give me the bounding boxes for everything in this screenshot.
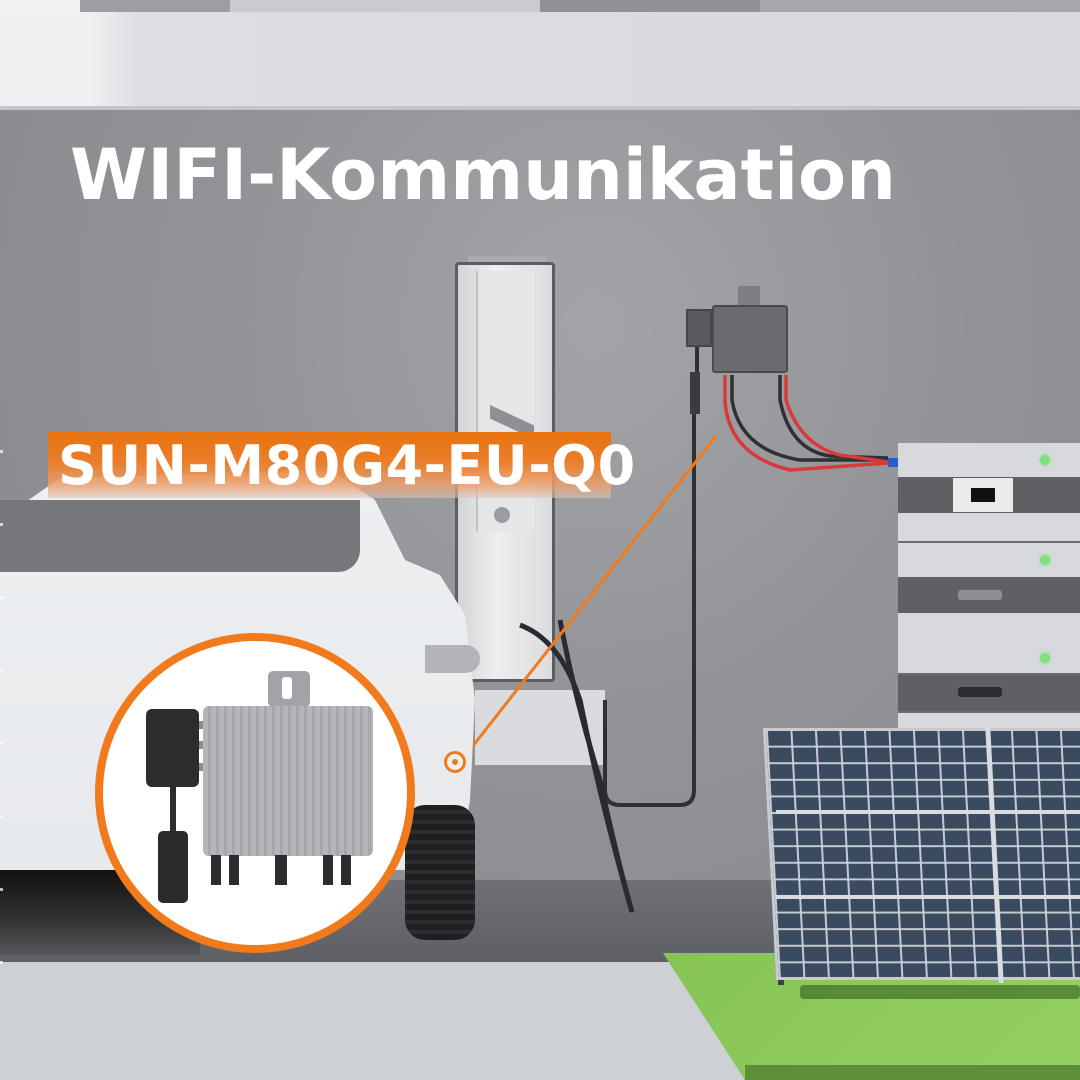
ceiling xyxy=(0,12,1080,108)
dc-connector xyxy=(323,855,333,885)
ac-cable xyxy=(170,787,176,837)
inverter-mount-bracket-icon xyxy=(268,671,310,707)
product-callout-circle xyxy=(95,633,415,953)
inverter-junction-box xyxy=(686,309,712,347)
battery-module xyxy=(898,543,1080,577)
battery-display xyxy=(953,478,1013,512)
battery-module-top xyxy=(898,443,1080,477)
battery-connector xyxy=(888,458,900,467)
panel-seam xyxy=(776,895,1080,899)
status-led-icon xyxy=(1040,653,1050,663)
battery-label xyxy=(958,687,1002,697)
dc-connector xyxy=(341,855,351,885)
dc-connector xyxy=(275,855,287,885)
panel-shadow xyxy=(800,985,1080,999)
grass-edge xyxy=(745,1065,1080,1080)
battery-module xyxy=(898,643,1080,673)
status-led-icon xyxy=(1040,455,1050,465)
micro-inverter-product xyxy=(203,706,373,856)
status-led-icon xyxy=(1040,555,1050,565)
ceiling-edge xyxy=(0,106,1080,110)
ev-charger-base xyxy=(475,690,605,765)
battery-module-band xyxy=(898,675,1080,711)
battery-label xyxy=(958,590,1002,600)
product-model-label: SUN-M80G4-EU-Q0 xyxy=(58,434,636,497)
edge-artifact xyxy=(0,380,3,1030)
inverter-mount-tab xyxy=(738,286,760,306)
battery-module xyxy=(898,513,1080,541)
car-tire xyxy=(405,805,475,940)
wifi-module-box xyxy=(146,709,199,787)
battery-controller xyxy=(898,477,1080,513)
model-tag-background xyxy=(48,432,611,498)
battery-module xyxy=(898,713,1080,728)
battery-storage xyxy=(898,443,1080,728)
micro-inverter-wall xyxy=(712,305,788,373)
ceiling-fixture xyxy=(0,0,1080,12)
battery-module-band xyxy=(898,577,1080,613)
battery-module xyxy=(898,613,1080,643)
panel-seam xyxy=(776,810,1080,814)
car-tail-light xyxy=(425,645,480,673)
mount-slot xyxy=(282,677,292,699)
ev-charger-socket xyxy=(494,507,510,523)
ev-charger-cap xyxy=(468,256,546,266)
battery-screen xyxy=(971,488,995,502)
ac-plug xyxy=(158,831,188,903)
solar-panel xyxy=(762,728,1080,980)
dc-connector xyxy=(229,855,239,885)
marker-dot xyxy=(452,759,458,765)
callout-marker-icon xyxy=(444,751,466,773)
dc-connector xyxy=(211,855,221,885)
page-title: WIFI-Kommunikation xyxy=(70,134,896,216)
car-rear-window xyxy=(0,500,360,572)
